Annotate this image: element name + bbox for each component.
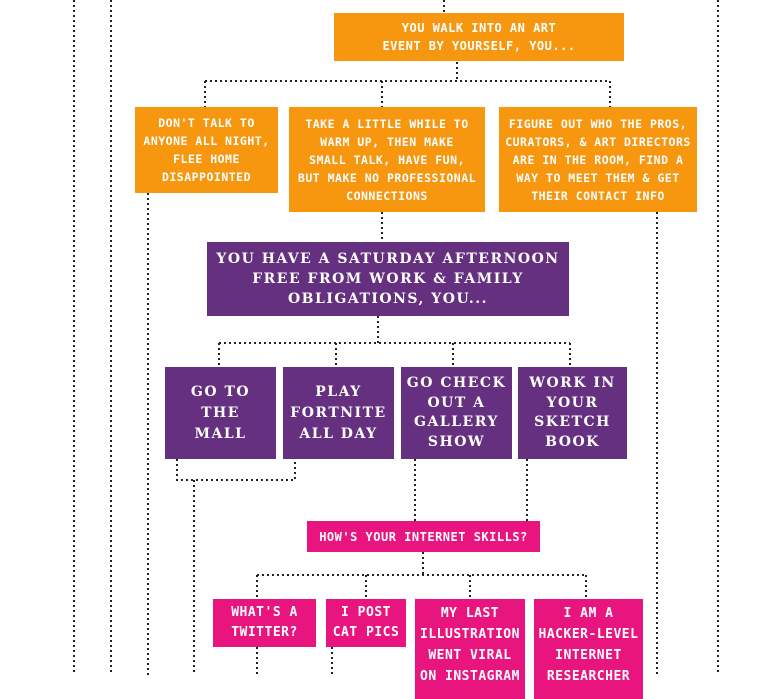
answer-cat-pics: I POST CAT PICS bbox=[326, 599, 406, 647]
q2ab-merge-line bbox=[176, 459, 296, 675]
answer-meet-pros: FIGURE OUT WHO THE PROS, CURATORS, & ART… bbox=[499, 107, 697, 212]
answer-flee-home: DON'T TALK TO ANYONE ALL NIGHT, FLEE HOM… bbox=[135, 107, 278, 193]
answer-went-viral: MY LAST ILLUSTRATION WENT VIRAL ON INSTA… bbox=[415, 599, 525, 699]
answer-go-to-mall: GO TO THE MALL bbox=[165, 367, 276, 459]
q1-branch-line bbox=[204, 62, 611, 107]
q2-branch-line bbox=[218, 316, 571, 367]
q3-branch-line bbox=[256, 552, 587, 599]
connector-lines bbox=[73, 0, 719, 675]
q2cd-to-q3-line bbox=[414, 459, 528, 521]
answer-play-fortnite: PLAY FORTNITE ALL DAY bbox=[283, 367, 394, 459]
answer-small-talk: TAKE A LITTLE WHILE TO WARM UP, THEN MAK… bbox=[289, 107, 485, 212]
answer-gallery-show: GO CHECK OUT A GALLERY SHOW bbox=[401, 367, 512, 459]
flowchart: YOU WALK INTO AN ART EVENT BY YOURSELF, … bbox=[73, 0, 719, 699]
answer-sketch-book: WORK IN YOUR SKETCH BOOK bbox=[518, 367, 627, 459]
question-saturday-afternoon: YOU HAVE A SATURDAY AFTERNOON FREE FROM … bbox=[207, 242, 569, 316]
question-internet-skills: HOW'S YOUR INTERNET SKILLS? bbox=[307, 521, 540, 552]
question-art-event: YOU WALK INTO AN ART EVENT BY YOURSELF, … bbox=[334, 13, 624, 61]
answer-whats-twitter: WHAT'S A TWITTER? bbox=[213, 599, 316, 647]
answer-hacker-researcher: I AM A HACKER-LEVEL INTERNET RESEARCHER bbox=[534, 599, 643, 699]
